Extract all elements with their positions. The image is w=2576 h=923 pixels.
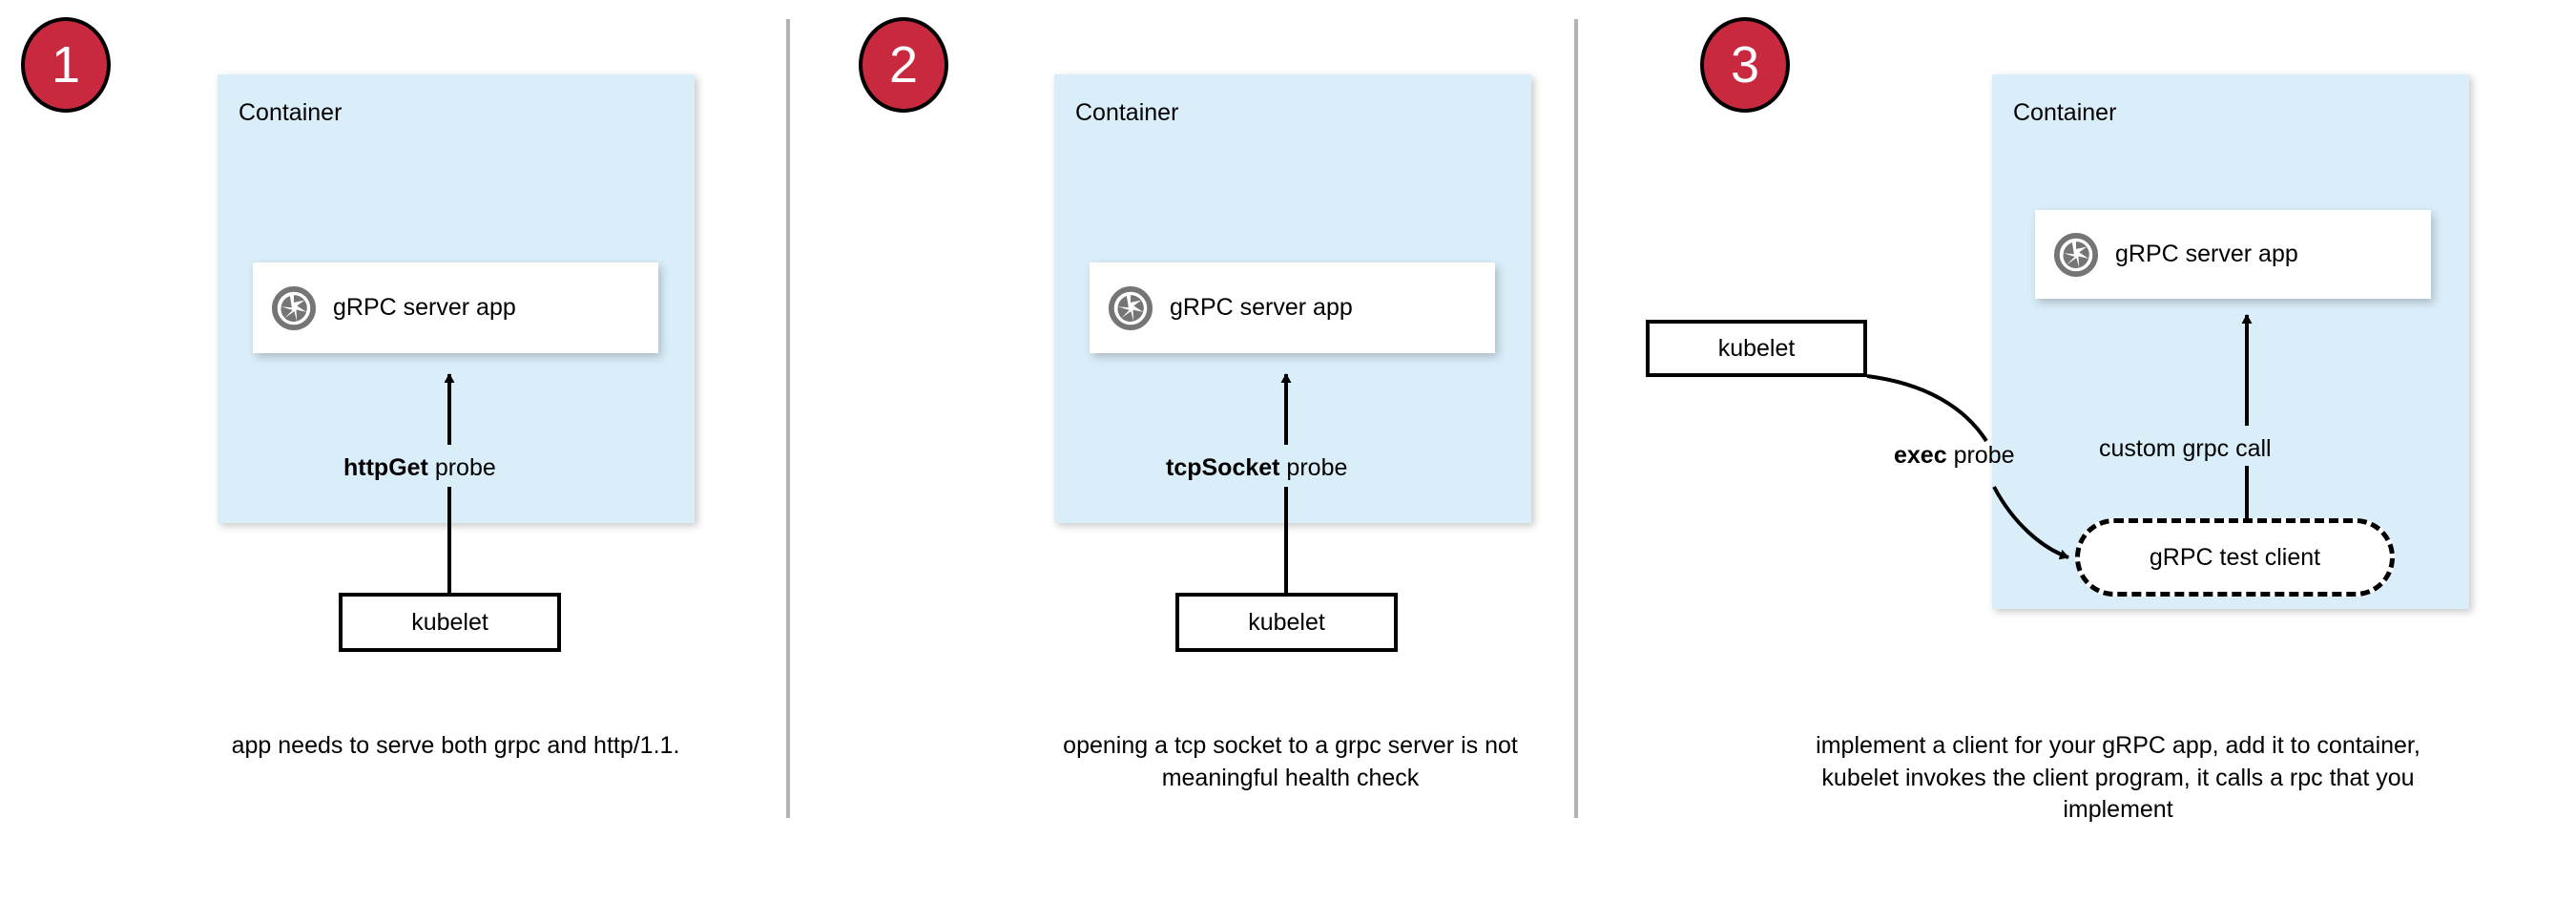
grpc-aperture-icon — [1109, 285, 1153, 330]
panel-divider-1 — [786, 19, 790, 818]
panel-3-probe-label: exec probe — [1894, 442, 2015, 470]
panel-1-grpc-server-app-card: gRPC server app — [253, 262, 658, 353]
panel-1-kubelet-box: kubelet — [339, 593, 561, 652]
panel-1-kubelet-label: kubelet — [411, 608, 488, 636]
panel-3-grpc-server-app-label: gRPC server app — [2115, 241, 2298, 267]
grpc-aperture-icon — [2054, 232, 2098, 277]
panel-3-container-label: Container — [2013, 99, 2117, 126]
panel-2-grpc-server-app-label: gRPC server app — [1170, 294, 1353, 321]
panel-1-caption: app needs to serve both grpc and http/1.… — [231, 732, 680, 759]
panel-3-kubelet-label: kubelet — [1717, 334, 1796, 362]
panel-1-probe-bold: httpGet — [343, 454, 428, 481]
panel-1-number-label: 1 — [51, 36, 81, 94]
panel-3-custom-grpc-call-label: custom grpc call — [2099, 435, 2272, 462]
panel-3-kubelet-box: kubelet — [1646, 320, 1867, 377]
panel-3-number-badge: 3 — [1700, 17, 1790, 113]
panel-3-probe-rest: probe — [1946, 442, 2015, 469]
panel-2-probe-bold: tcpSocket — [1166, 454, 1280, 481]
panel-3-number-label: 3 — [1730, 36, 1760, 94]
grpc-aperture-icon — [272, 285, 316, 330]
panel-3-grpc-test-client-label: gRPC test client — [2149, 543, 2321, 571]
panel-3-grpc-server-app-card: gRPC server app — [2035, 210, 2431, 299]
panel-2-number-label: 2 — [888, 36, 919, 94]
panel-2-probe-label: tcpSocket probe — [1166, 454, 1347, 482]
panel-3-probe-bold: exec — [1894, 442, 1947, 469]
panel-2-kubelet-box: kubelet — [1175, 593, 1398, 652]
panel-2-container-label: Container — [1075, 99, 1179, 126]
panel-divider-2 — [1574, 19, 1578, 818]
panel-1-probe-label: httpGet probe — [343, 454, 496, 482]
panel-2-number-badge: 2 — [859, 17, 948, 113]
panel-3-grpc-test-client: gRPC test client — [2075, 518, 2395, 597]
panel-1-container-label: Container — [239, 99, 343, 126]
panel-2-grpc-server-app-card: gRPC server app — [1090, 262, 1495, 353]
panel-1-probe-rest: probe — [427, 454, 496, 481]
panel-3-caption: implement a client for your gRPC app, ad… — [1816, 732, 2420, 823]
panel-2-kubelet-label: kubelet — [1248, 608, 1325, 636]
panel-1-number-badge: 1 — [21, 17, 111, 113]
panel-1-grpc-server-app-label: gRPC server app — [333, 294, 516, 321]
panel-2-probe-rest: probe — [1279, 454, 1348, 481]
panel-2-caption: opening a tcp socket to a grpc server is… — [1063, 732, 1518, 791]
